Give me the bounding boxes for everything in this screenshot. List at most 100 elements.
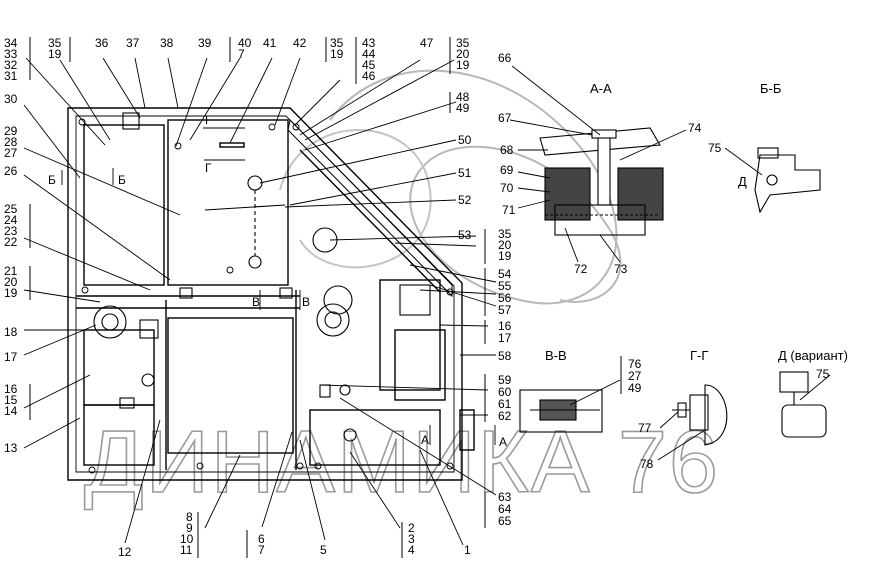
part-number: 31 [4,69,18,83]
part-number: 77 [638,421,652,435]
leader [319,384,489,391]
screw [174,142,182,150]
part-number: 66 [498,51,512,65]
screw [196,462,204,470]
part-number: 28 [4,135,18,149]
screw [296,462,304,470]
part-number: 21 [4,264,18,278]
part-number: 7 [258,543,265,557]
rod-horizontal [204,204,286,211]
part-number: 6 [258,532,265,546]
part-number: 55 [498,279,512,293]
leader [517,187,551,193]
part-number: 37 [126,36,140,50]
aa-block-left [544,167,591,221]
leader [304,59,455,141]
d-base [781,404,827,438]
part-number: 15 [4,393,18,407]
part-number: 30 [4,92,18,106]
leader [564,227,579,263]
marker-a: А [421,433,429,447]
marker-g: Г [205,161,212,175]
aa-block-right [617,167,664,221]
part-number: 60 [498,385,512,399]
leader [517,199,551,209]
aa-bolt-head [591,129,617,139]
small-gauge-3 [141,373,155,387]
bottom-right-window [309,409,441,466]
part-number: 46 [362,69,376,83]
part-number: 58 [498,349,512,363]
motor-left [93,305,127,339]
leader [299,59,421,136]
leader [419,289,497,295]
part-number: 57 [498,303,512,317]
part-number: 52 [458,193,472,207]
diagonal-frame [287,118,453,298]
part-number: 42 [293,36,307,50]
part-number: 50 [458,133,472,147]
leader [124,419,161,544]
part-number: 73 [614,262,628,276]
part-number: 5 [320,543,327,557]
leader [204,454,241,529]
leader [23,104,81,179]
gg-body [689,394,709,431]
part-number: 19 [4,286,18,300]
watermark-swirl [329,69,622,305]
part-number: 20 [456,47,470,61]
panel-outer [67,107,463,481]
marker-b: Б [48,173,56,187]
cut-markers: Г Г Б Б В В А А [48,113,507,449]
leader [329,235,477,241]
bb-pin [766,174,778,186]
part-number: 35 [48,36,62,50]
section-bb [754,147,821,214]
section-titles: А-А Б-Б В-В Г-Г Д (вариант) Д [545,81,848,363]
leader [23,237,151,291]
section-vv [519,389,603,433]
marker-v: В [252,295,260,309]
leader [409,264,497,283]
diagonal-frame-2 [299,149,441,293]
leader [289,172,457,206]
leader [569,379,621,406]
part-number: 29 [4,124,18,138]
lower-left-plate [83,404,155,466]
part-number: 11 [180,543,193,557]
section-gg [672,384,728,446]
part-number: 20 [498,238,512,252]
marker-a: А [499,435,507,449]
part-number: 35 [498,227,512,241]
part-number: 53 [458,228,472,242]
leader [509,119,593,136]
part-number: 27 [628,369,642,383]
part-number: 9 [186,521,193,535]
part-number: 19 [498,249,512,263]
leader [189,57,241,141]
part-number: 17 [498,331,512,345]
screw [268,123,276,131]
small-gauge [343,428,357,442]
leader [23,147,181,216]
leader [419,449,464,546]
part-number: 78 [640,457,654,471]
marker-b: Б [118,173,126,187]
leader [799,374,831,401]
bb-cap [757,147,779,159]
part-number: 23 [4,224,18,238]
part-number: 12 [118,545,132,559]
part-number: 69 [500,163,514,177]
leader [657,429,706,461]
part-number: 3 [408,532,415,546]
screw [81,286,89,294]
part-number: 76 [628,357,642,371]
number-labels: 34 33 32 31 35 19 36 37 38 39 40 7 41 42… [4,36,830,559]
part-number: 34 [4,36,18,50]
leader [23,289,101,303]
leader [339,397,497,496]
section-title-gg: Г-Г [690,348,708,363]
connector-2 [279,287,293,299]
